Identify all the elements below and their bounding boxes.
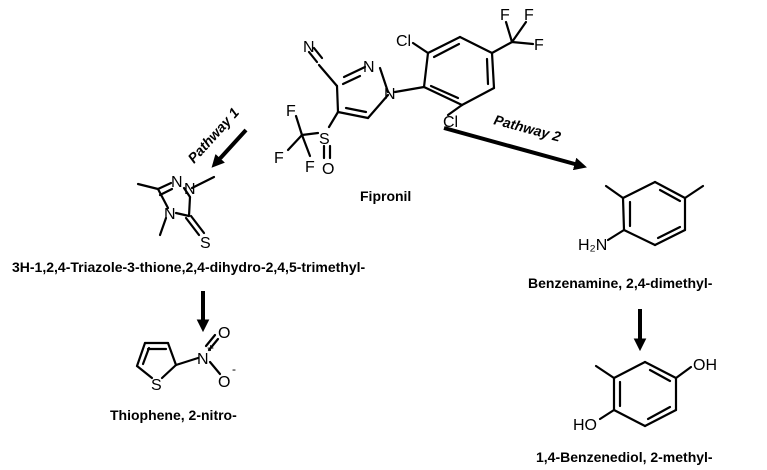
atom-f-1: F [500, 7, 510, 24]
thiophene-label: Thiophene, 2-nitro- [110, 407, 237, 423]
atom-pyrazole-n1: N [384, 86, 396, 103]
benzenamine-label: Benzenamine, 2,4-dimethyl- [528, 275, 713, 291]
benzenediol-label: 1,4-Benzenediol, 2-methyl- [536, 449, 713, 465]
atom-triazole-n-right: N [184, 181, 196, 198]
atom-hydroxyl-bottom: HO [573, 417, 597, 434]
atom-thiophene-s: S [151, 377, 162, 394]
atom-sulfinyl-o: O [322, 161, 334, 178]
atom-pyrazole-n2: N [363, 59, 375, 76]
atom-triazole-n-top: N [171, 174, 183, 191]
atom-nitro-o-top: O [218, 325, 230, 342]
nitrothiophene-structure: S N + O O - [135, 325, 236, 394]
pathway2-label: Pathway 2 [492, 111, 562, 144]
atom-sulfur: S [319, 131, 330, 148]
atom-nitro-minus: - [232, 362, 236, 376]
triazole-structure: N N N S [136, 174, 216, 252]
atom-f-3: F [534, 37, 544, 54]
pathway1-arrow [211, 128, 248, 168]
triazole-label: 3H-1,2,4-Triazole-3-thione,2,4-dihydro-2… [12, 259, 366, 275]
atom-f-6: F [305, 159, 315, 176]
pathway2-arrow [443, 126, 587, 171]
atom-triazole-n-bottom: N [164, 206, 176, 223]
dimethylaniline-structure: H₂N [578, 180, 705, 254]
fipronil-structure: N N N Cl Cl F F F S O F F F [274, 7, 544, 178]
methylhydroquinone-structure: OH HO [573, 357, 717, 434]
atom-hydroxyl-top: OH [693, 357, 717, 374]
atom-nitro-plus: + [207, 341, 214, 355]
atom-nitrile-n: N [303, 39, 315, 56]
fipronil-label: Fipronil [360, 188, 411, 204]
atom-f-2: F [524, 7, 534, 24]
atom-nitro-o-bottom: O [218, 374, 230, 391]
atom-nitro-n: N [197, 351, 209, 368]
atom-amine-h2n: H₂N [578, 237, 607, 254]
pathway1-label: Pathway 1 [184, 104, 242, 166]
atom-f-4: F [286, 103, 296, 120]
atom-f-5: F [274, 150, 284, 167]
atom-thione-s: S [200, 235, 211, 252]
atom-cl-top: Cl [396, 33, 411, 50]
